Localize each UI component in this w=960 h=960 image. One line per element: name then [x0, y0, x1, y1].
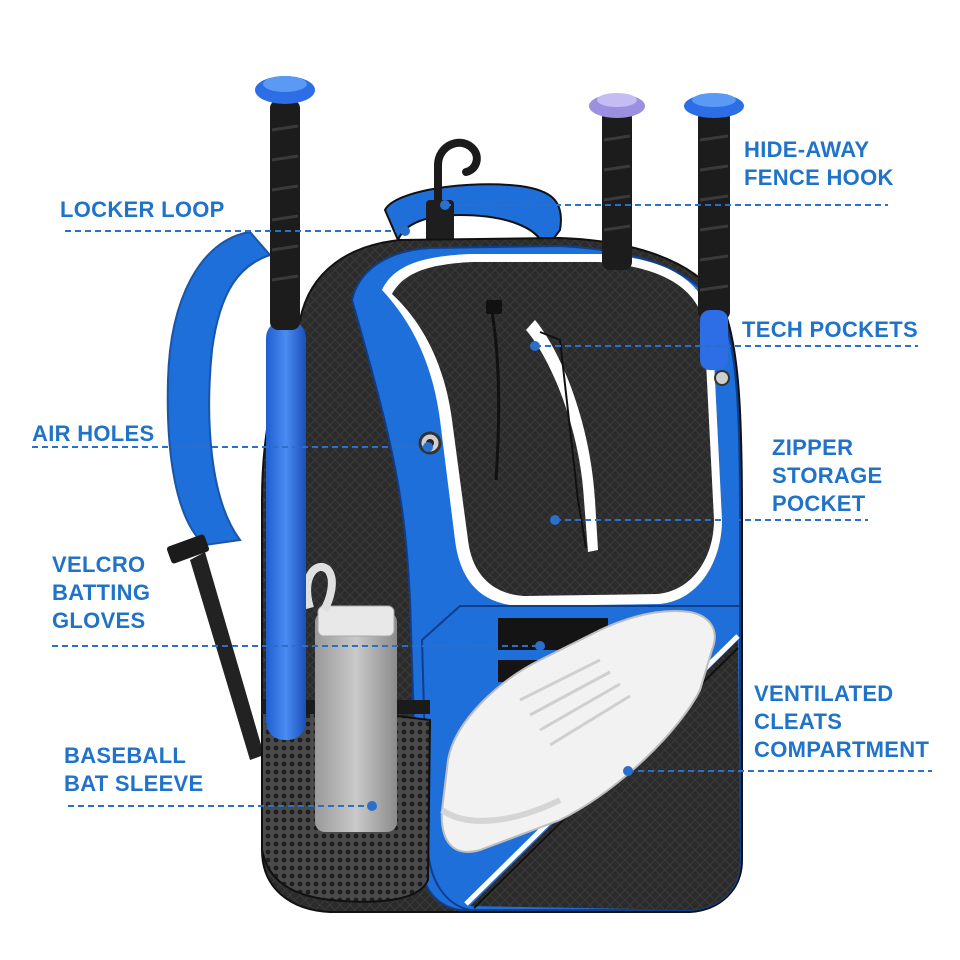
callout-text: VELCRO	[52, 552, 146, 577]
baseball-bat-blue-right	[684, 93, 744, 370]
callout-text: LOCKER LOOP	[60, 197, 225, 222]
leader-dot-fence-hook	[440, 200, 450, 210]
callout-velcro: VELCRO BATTING GLOVES	[52, 551, 150, 635]
callout-text: ZIPPER	[772, 435, 854, 460]
callout-text: HIDE-AWAY	[744, 137, 870, 162]
callout-text: BASEBALL	[64, 743, 187, 768]
callout-text: STORAGE	[772, 463, 883, 488]
callout-text: BAT SLEEVE	[64, 771, 204, 796]
baseball-bat-purple	[589, 93, 645, 270]
callout-zipper-pocket: ZIPPER STORAGE POCKET	[772, 434, 883, 518]
callout-text: AIR HOLES	[32, 421, 155, 446]
callout-text: VENTILATED	[754, 681, 894, 706]
leader-dot-air-holes	[423, 442, 433, 452]
callout-locker-loop: LOCKER LOOP	[60, 196, 225, 224]
leader-dot-velcro	[535, 641, 545, 651]
leader-dot-tech-pockets	[530, 341, 540, 351]
callout-cleats: VENTILATED CLEATS COMPARTMENT	[754, 680, 929, 764]
fence-hook-icon	[426, 138, 481, 244]
leader-dot-cleats	[623, 766, 633, 776]
leader-dot-zipper-pocket	[550, 515, 560, 525]
callout-text: TECH POCKETS	[742, 317, 918, 342]
callout-air-holes: AIR HOLES	[32, 420, 155, 448]
callout-text: FENCE HOOK	[744, 165, 894, 190]
leader-lines	[32, 200, 932, 811]
callout-text: COMPARTMENT	[754, 737, 930, 762]
baseball-bat-blue-left	[255, 76, 315, 740]
callout-fence-hook: HIDE-AWAY FENCE HOOK	[744, 136, 894, 192]
callout-text: BATTING	[52, 580, 151, 605]
callout-text: GLOVES	[52, 608, 146, 633]
callout-text: CLEATS	[754, 709, 843, 734]
leader-dot-locker-loop	[400, 226, 410, 236]
cleat-shoe	[440, 609, 716, 853]
leader-dot-bat-sleeve	[367, 801, 377, 811]
callout-text: POCKET	[772, 491, 866, 516]
shoulder-strap	[166, 230, 272, 760]
callout-tech-pockets: TECH POCKETS	[742, 316, 918, 344]
callout-bat-sleeve: BASEBALL BAT SLEEVE	[64, 742, 204, 798]
water-bottle	[303, 563, 397, 832]
